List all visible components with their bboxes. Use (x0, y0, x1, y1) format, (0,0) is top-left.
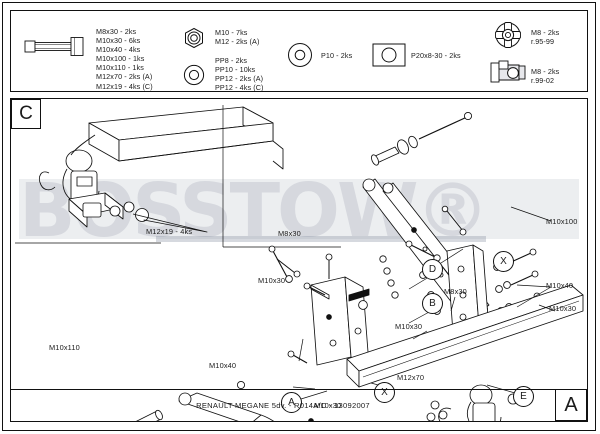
callout-m12x70: M12x70 (397, 373, 425, 382)
marker-x-upper: X (493, 251, 514, 272)
marker-x-lower-label: X (381, 387, 388, 398)
marker-d-label: D (428, 264, 437, 275)
marker-e-label: E (520, 391, 527, 402)
sheet-revision-box: A (555, 389, 587, 421)
marker-e: E (513, 386, 534, 407)
callout-m10x30-upper: M10x30 (258, 276, 286, 285)
nut-spec-list: M10 - 7ks M12 - 2ks (A) (215, 28, 260, 47)
round-plate-spec: P10 - 2ks (321, 51, 353, 60)
page-border (2, 2, 596, 431)
parts-legend-band: M8x30 - 2ks M10x30 - 6ks M10x40 - 4ks M1… (10, 10, 588, 92)
marker-a: A (281, 392, 302, 413)
callout-m10x100: M10x100 (546, 217, 578, 226)
rect-plate-spec: P20x8-30 - 2ks (411, 51, 461, 60)
callout-m10x110: M10x110 (49, 343, 80, 352)
marker-a-label: A (288, 397, 295, 408)
clamp-block-spec: M8 - 2ks r.99-02 (531, 67, 560, 86)
callout-m10x30-mid: M10x30 (395, 322, 423, 331)
callout-m10x40-lower: M10x40 (209, 361, 237, 370)
view-marker-c-box: C (11, 99, 41, 129)
marker-d: D (422, 259, 443, 280)
callout-m8x30-center: M8x30 (278, 229, 301, 238)
callout-m12x19: M12x19 - 4ks (146, 227, 193, 236)
callout-m10x30-bottom: M10x30 (314, 401, 342, 410)
callout-m8x30-right: M8x30 (444, 287, 467, 296)
title-block-text: RENAULT MEGANE 5dv. - R014A/C - 13092007 (196, 401, 370, 410)
callout-m10x30-right: M10x30 (549, 304, 577, 313)
sheet-revision-label: A (564, 393, 578, 416)
watermark-underline (156, 236, 486, 242)
marker-x-upper-label: X (500, 256, 507, 267)
marker-x-lower: X (374, 382, 395, 403)
callout-m10x40-right: M10x40 (546, 281, 574, 290)
assembly-line-art (15, 105, 584, 421)
view-marker-c-label: C (19, 103, 33, 124)
assembly-drawing-frame: BOSSTOW® (10, 98, 588, 422)
title-block: RENAULT MEGANE 5dv. - R014A/C - 13092007 (11, 389, 555, 421)
cross-bracket-spec: M8 - 2ks r.95-99 (531, 28, 560, 47)
washer-spec-list: PP8 - 2ks PP10 - 10ks PP12 - 2ks (A) PP1… (215, 56, 264, 93)
marker-b: B (422, 293, 443, 314)
marker-b-label: B (429, 298, 436, 309)
bolt-spec-list: M8x30 - 2ks M10x30 - 6ks M10x40 - 4ks M1… (96, 27, 153, 91)
